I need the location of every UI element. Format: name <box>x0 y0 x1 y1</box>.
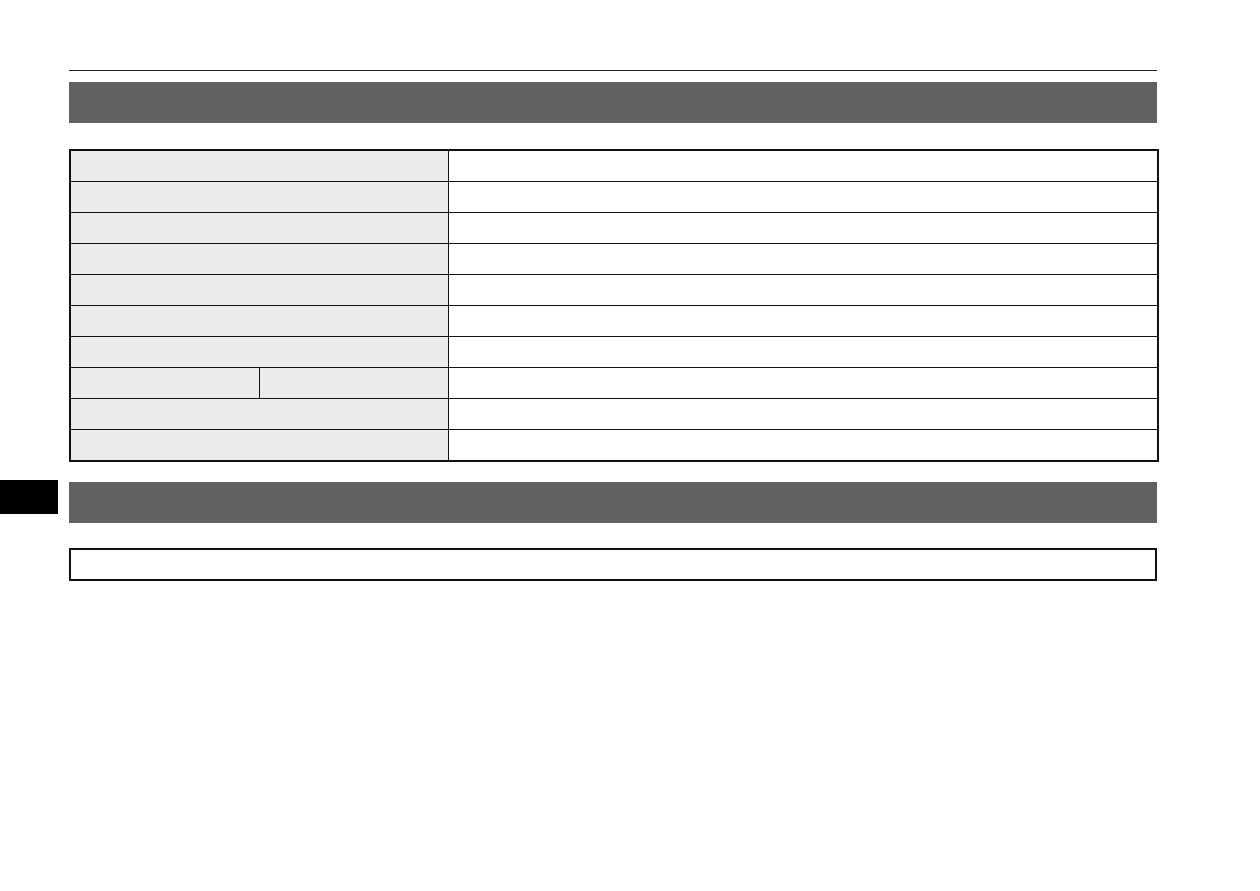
table-row <box>69 305 1159 337</box>
row-label <box>69 305 449 337</box>
row-label-a <box>69 367 260 399</box>
row-value <box>447 429 1159 462</box>
table-row <box>69 149 1159 182</box>
row-label <box>69 149 449 182</box>
chapter-tab <box>0 480 58 514</box>
note-box <box>69 548 1157 581</box>
table-row <box>69 212 1159 244</box>
row-value <box>447 367 1159 399</box>
row-value <box>447 212 1159 244</box>
row-label <box>69 274 449 306</box>
table-row <box>69 429 1159 462</box>
table-row <box>69 243 1159 275</box>
row-value <box>447 243 1159 275</box>
table-row <box>69 274 1159 306</box>
section-header-1 <box>69 82 1157 123</box>
table-row <box>69 181 1159 213</box>
row-value <box>447 305 1159 337</box>
row-label <box>69 429 449 462</box>
row-value <box>447 149 1159 182</box>
row-value <box>447 398 1159 430</box>
top-rule <box>69 70 1157 71</box>
table-row <box>69 367 1159 399</box>
row-label-b <box>258 367 449 399</box>
table-row <box>69 336 1159 368</box>
row-label <box>69 212 449 244</box>
row-value <box>447 336 1159 368</box>
row-value <box>447 181 1159 213</box>
section-header-2 <box>69 482 1157 523</box>
table-row <box>69 398 1159 430</box>
row-label <box>69 243 449 275</box>
row-label <box>69 336 449 368</box>
row-label <box>69 398 449 430</box>
spec-table <box>69 149 1159 462</box>
row-label <box>69 181 449 213</box>
row-value <box>447 274 1159 306</box>
